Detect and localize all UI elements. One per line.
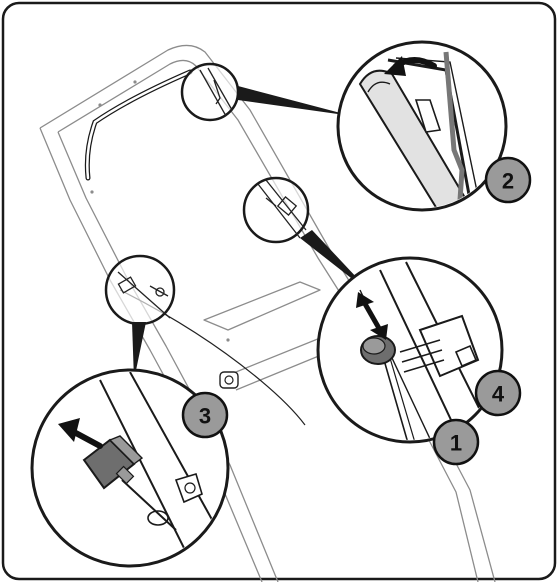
frame-knob [219, 371, 239, 389]
pointer-to-detail-3 [132, 322, 146, 380]
step-label-1: 1 [450, 431, 462, 456]
step-badge-2: 2 [484, 156, 532, 204]
pull-arrow-icon [58, 418, 103, 449]
step-label-4: 4 [492, 382, 505, 407]
detail-circle-2 [336, 40, 508, 212]
step-badge-4: 4 [474, 369, 522, 417]
step-badge-3: 3 [181, 391, 229, 439]
step-badge-1: 1 [432, 418, 480, 466]
curved-arrow-icon [384, 56, 437, 76]
step-label-3: 3 [199, 404, 211, 429]
pointer-to-detail-2 [238, 86, 352, 116]
frame-rivets [90, 80, 230, 342]
locator-circle-middle [242, 176, 310, 244]
step-label-2: 2 [502, 169, 514, 194]
double-arrow-icon [356, 292, 388, 340]
